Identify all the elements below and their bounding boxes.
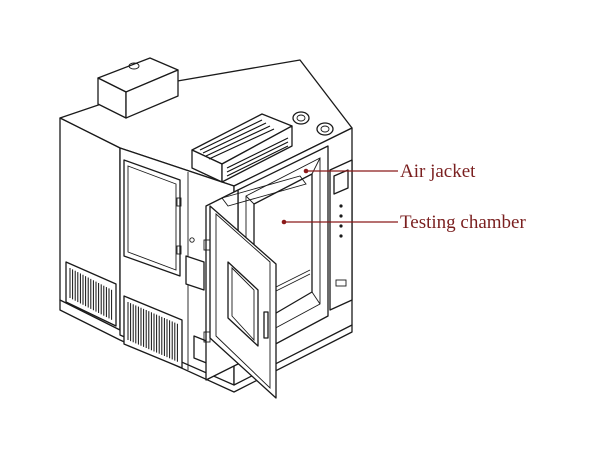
callout-air-jacket: Air jacket [303, 161, 476, 182]
cable-ports [292, 111, 334, 136]
callout-testing-chamber: Testing chamber [281, 212, 526, 233]
air-jacket-label: Air jacket [400, 161, 476, 182]
open-door [203, 175, 307, 399]
top-control-box [97, 57, 179, 119]
control-panel [329, 159, 353, 311]
louver-vent-left [65, 261, 117, 327]
top-vent-box [191, 113, 293, 183]
air-jacket-marker [303, 168, 309, 174]
testing-chamber-label: Testing chamber [400, 212, 526, 233]
side-service-door [123, 159, 205, 291]
testing-chamber-marker [281, 219, 287, 225]
louver-vent-front [123, 295, 183, 369]
